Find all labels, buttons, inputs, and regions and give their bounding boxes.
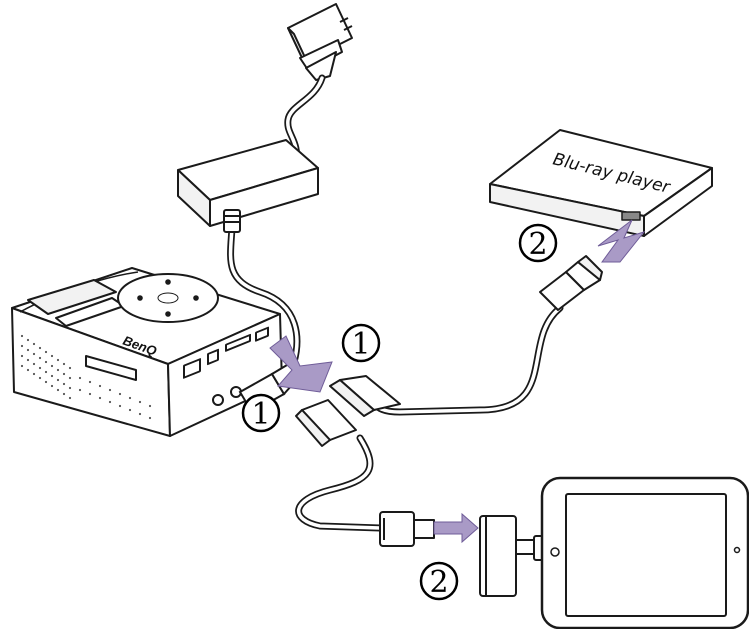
step-marker-hdmi-player: 2 (518, 223, 558, 263)
dc-strain-relief (223, 209, 241, 233)
step-number: 2 (429, 565, 448, 600)
step-marker-adapter-ipad: 2 (419, 561, 459, 601)
arrow-into-adapter (433, 512, 479, 544)
step-number: 2 (528, 227, 547, 262)
speaker-grille (20, 334, 152, 420)
arrow-into-player (597, 219, 646, 263)
hdmi-plug-adapter (379, 511, 435, 547)
hdmi-plug-player (539, 255, 603, 311)
step-marker-power-projector: 1 (241, 393, 281, 433)
projector (11, 267, 283, 437)
step-marker-hdmi-projector: 1 (341, 323, 381, 363)
step-number: 1 (251, 397, 270, 432)
hdmi-cable-player (370, 304, 564, 416)
wall-plug (287, 3, 353, 81)
hdmi-plug-projector (329, 375, 401, 417)
ipad (540, 476, 749, 629)
digital-av-adapter (479, 515, 549, 597)
blu-ray-player (489, 129, 713, 237)
arrow-into-projector (269, 335, 333, 393)
hdmi-plug-lower (295, 399, 357, 447)
power-adapter (177, 139, 319, 227)
step-number: 1 (351, 327, 370, 362)
